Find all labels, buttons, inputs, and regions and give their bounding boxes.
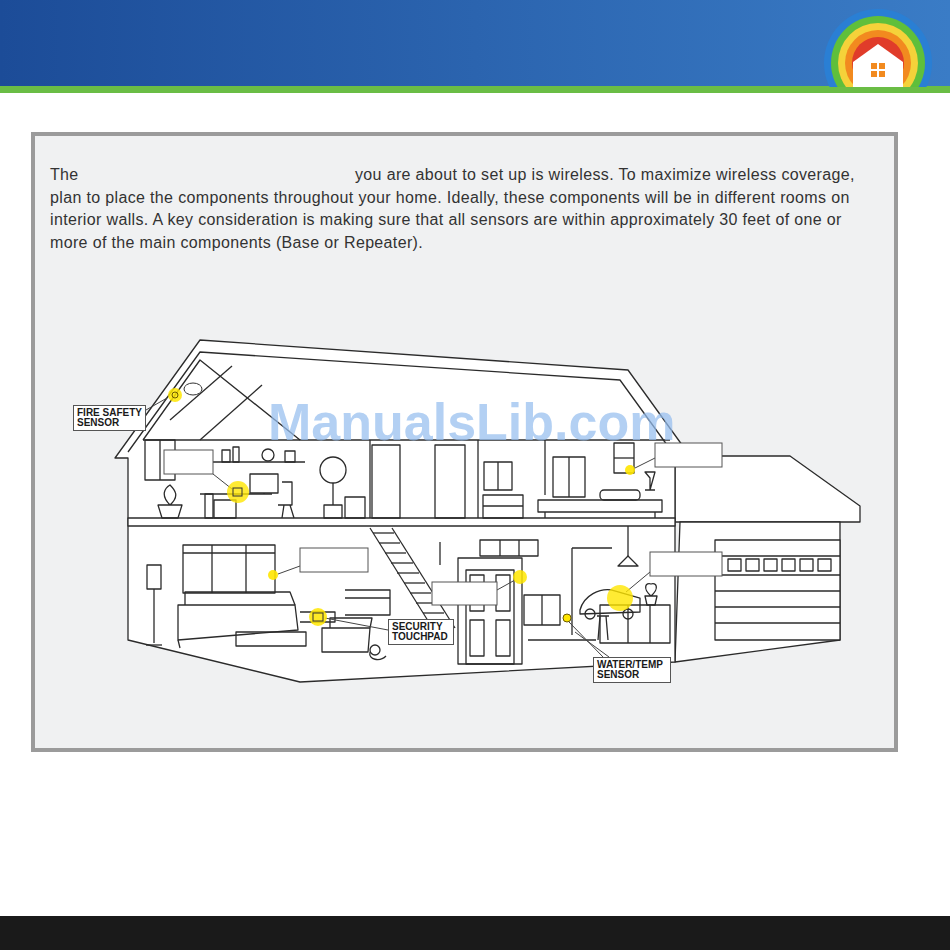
footer-bar bbox=[0, 916, 950, 950]
callout-label: WATER/TEMP SENSOR bbox=[597, 660, 667, 680]
intro-text: The bbox=[50, 164, 355, 187]
intro-text: you are about to set up is wireless. To … bbox=[50, 166, 855, 251]
header-bar bbox=[0, 0, 950, 87]
callout-box: WATER/TEMP SENSOR bbox=[593, 657, 671, 683]
blank-callout-boxes bbox=[164, 443, 722, 605]
panel-ground bbox=[33, 134, 896, 750]
callout-box: SECURITY TOUCHPAD bbox=[388, 619, 454, 645]
callout-box: FIRE SAFETY SENSOR bbox=[73, 405, 146, 431]
house-cutaway bbox=[115, 340, 860, 682]
callout-label: FIRE SAFETY SENSOR bbox=[77, 408, 142, 428]
watermark: ManualsLib.com bbox=[268, 392, 675, 452]
callout-label: SECURITY TOUCHPAD bbox=[392, 622, 450, 642]
intro-paragraph: Theyou are about to set up is wireless. … bbox=[50, 164, 880, 254]
header-stripe bbox=[0, 86, 950, 93]
house-logo bbox=[824, 9, 932, 87]
